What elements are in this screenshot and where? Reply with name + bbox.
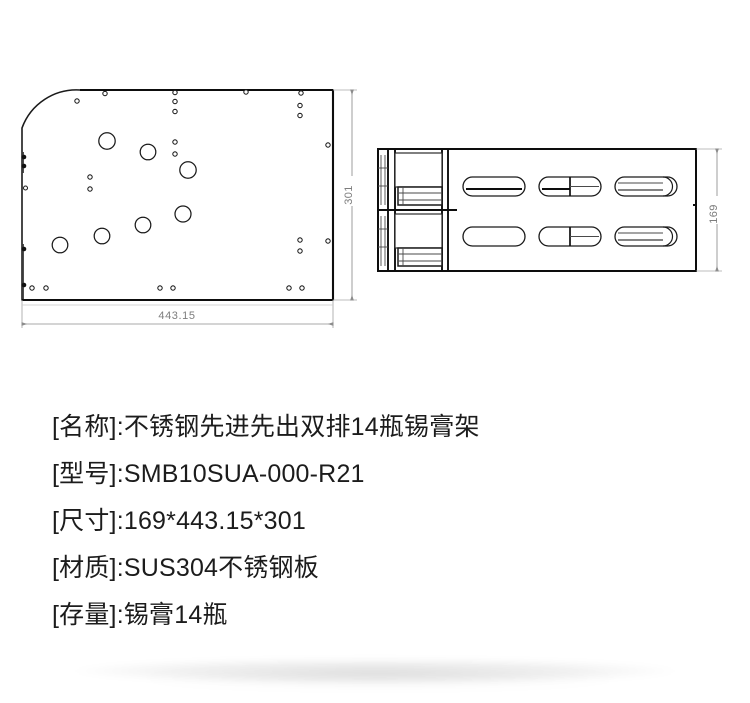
dimension-height-301: 301	[333, 89, 360, 301]
rail-detail-lines	[378, 155, 388, 266]
slot-upper-2	[538, 176, 602, 197]
slot-lower-3	[614, 226, 678, 247]
spec-line-name: [名称]:不锈钢先进先出双排14瓶锡膏架	[52, 413, 480, 441]
shadow-blob-secondary	[120, 668, 640, 688]
dimension-label-301: 301	[343, 185, 355, 205]
slot-row-lower	[462, 226, 678, 247]
dimension-width-443: 443.15	[21, 300, 334, 328]
plate-heavy-edges	[22, 88, 335, 302]
slot-lower-2	[538, 226, 602, 247]
plate-outline	[21, 89, 334, 301]
large-holes-group	[51, 132, 197, 254]
dimension-label-443: 443.15	[158, 310, 195, 322]
slot-upper-1	[462, 176, 526, 197]
slot-lower-1	[462, 226, 526, 247]
spec-line-size: [尺寸]:169*443.15*301	[52, 507, 306, 535]
product-spec-list: [名称]:不锈钢先进先出双排14瓶锡膏架 [型号]:SMB10SUA-000-R…	[52, 404, 692, 639]
slot-upper-3	[614, 176, 678, 197]
technical-drawing-area: 301 443.15	[21, 88, 725, 328]
left-edge-dots	[21, 154, 27, 288]
spec-line-material: [材质]:SUS304不锈钢板	[52, 554, 319, 582]
front-view-group: 301 443.15	[21, 88, 360, 328]
dimension-label-169: 169	[708, 204, 720, 224]
dimension-height-169: 169	[696, 148, 725, 272]
shadow-blob-primary	[72, 658, 678, 684]
slot-row-upper	[462, 176, 678, 197]
technical-drawing-svg: 301 443.15	[21, 88, 725, 328]
spec-line-model: [型号]:SMB10SUA-000-R21	[52, 460, 365, 488]
side-view-group: 169	[377, 148, 725, 272]
spec-line-capacity: [存量]:锡膏14瓶	[52, 601, 228, 629]
bottom-shadow	[0, 640, 750, 703]
cartridge-lower	[394, 213, 443, 267]
small-holes-group	[22, 89, 331, 291]
cartridge-upper	[394, 152, 443, 206]
